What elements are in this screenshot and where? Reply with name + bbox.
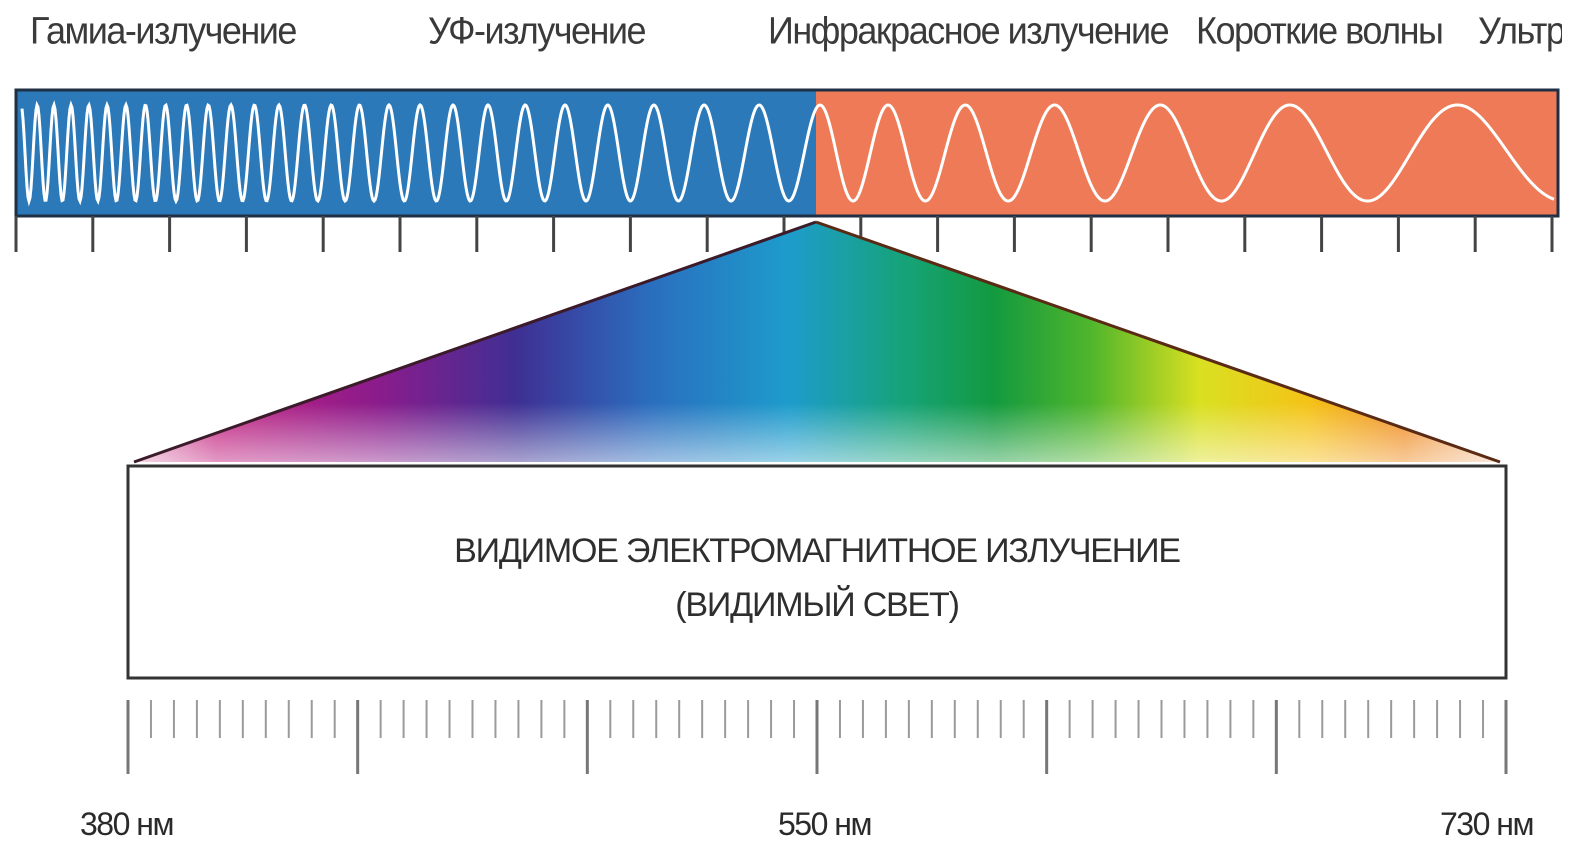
visible-light-box [126,464,1508,680]
electromagnetic-wave [20,100,1555,207]
wavelength-label-730: 730 нм [1440,806,1534,842]
visible-light-title: ВИДИМОЕ ЭЛЕКТРОМАГНИТНОЕ ИЗЛУЧЕНИЕ [454,532,1181,570]
band-label-short-waves: Короткие волны [1196,8,1444,52]
cone-edge-left [133,220,817,464]
cone-edge-right [815,220,1501,464]
spectrum-bar-ticks [14,216,1554,252]
band-label-infrared: Инфракрасное излучение [768,8,1170,52]
wavelength-scale-ticks [126,700,1508,774]
spectrum-bar-outline [14,88,1560,218]
visible-light-subtitle: (ВИДИМЫЙ СВЕТ) [675,586,960,624]
wavelength-label-550: 550 нм [778,806,872,842]
low-energy-band [816,90,1558,216]
band-label-gamma: Гамиа-излучение [30,8,297,52]
spectrum-fade [134,222,1500,462]
wavelength-label-380: 380 нм [80,806,174,842]
band-label-ultra: Ультр [1478,8,1562,52]
band-label-uv: УФ-излучение [428,8,647,52]
